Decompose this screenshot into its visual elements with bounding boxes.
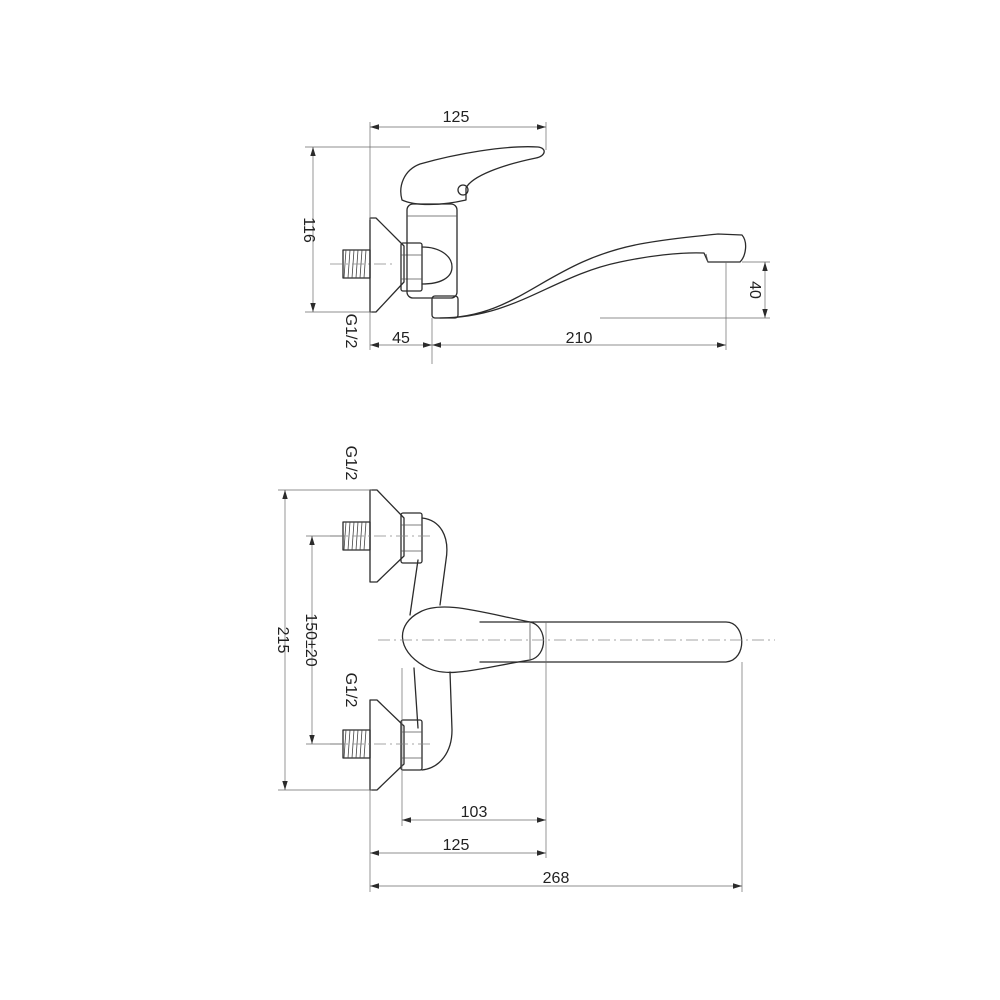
side-thread-connector [330, 249, 395, 279]
side-thread-label: G1/2 [342, 314, 359, 349]
dim-overall-height: 215 [274, 489, 372, 791]
top-thread-label-upper: G1/2 [342, 446, 359, 481]
side-flange [369, 217, 405, 313]
dim-top-bottom: 103 125 268 [369, 622, 743, 892]
dim-total-reach-label: 268 [543, 870, 570, 887]
dim-overall-height-label: 215 [274, 627, 291, 654]
dim-spout-drop: 40 [600, 261, 770, 319]
top-body-arms [409, 517, 453, 771]
dim-spout-reach-label: 210 [566, 330, 593, 347]
side-spout [439, 233, 747, 319]
top-upper-connector [330, 489, 430, 583]
dim-side-height: 116 [300, 146, 410, 313]
top-thread-label-lower: G1/2 [342, 673, 359, 708]
top-lever [401, 606, 544, 674]
dim-body-reach-label: 125 [443, 837, 470, 854]
dim-side-height-label: 116 [300, 217, 317, 243]
top-lower-connector [330, 699, 430, 791]
side-aerator [705, 253, 709, 263]
top-spout [479, 621, 743, 663]
dim-centers: 150±20 [302, 535, 345, 745]
dim-spout-drop-label: 40 [746, 281, 763, 299]
side-view: 125 116 40 G1/2 45 210 [300, 109, 770, 364]
dim-side-width-label: 125 [443, 109, 470, 126]
dim-centers-label: 150±20 [302, 613, 319, 666]
side-union-arm [421, 246, 453, 285]
side-lever-handle [400, 146, 545, 206]
dim-side-width: 125 [369, 109, 547, 220]
dim-wall-offset-label: 45 [392, 330, 410, 347]
dim-side-bottom: 45 210 [369, 262, 727, 364]
side-hex-nut [400, 242, 423, 292]
top-view: G1/2 G1/2 215 150±20 103 125 2 [274, 446, 775, 892]
side-lever-screw [457, 184, 469, 196]
dim-handle-reach-label: 103 [461, 804, 488, 821]
